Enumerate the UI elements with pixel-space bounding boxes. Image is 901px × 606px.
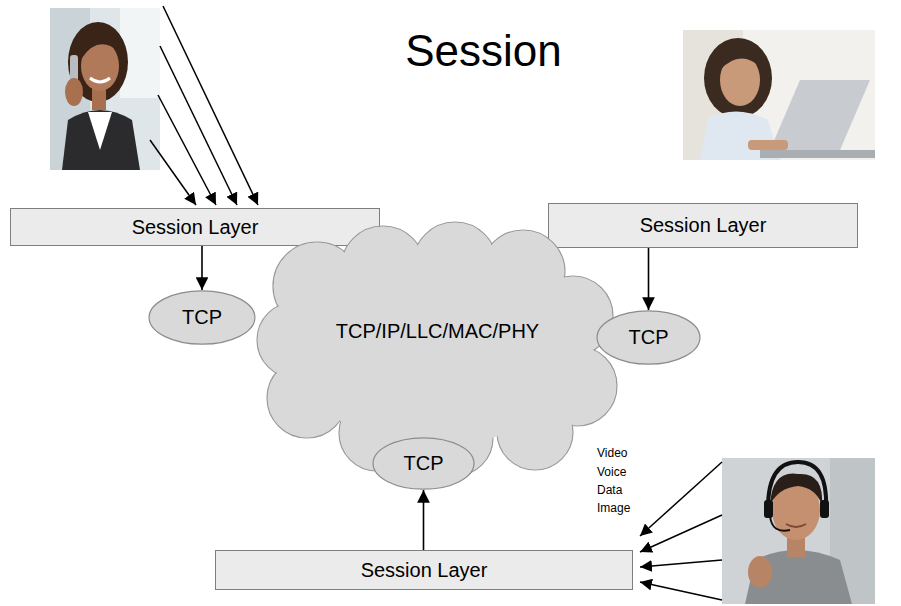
- tcp-ellipse: TCP: [148, 290, 256, 345]
- media-label: Voice: [597, 465, 626, 479]
- network-cloud: TCP/IP/LLC/MAC/PHY: [255, 228, 620, 473]
- laptop-user-photo: [683, 30, 875, 160]
- media-arrow: [150, 140, 196, 205]
- flow-arrow: [201, 246, 203, 290]
- node-text: TCP: [629, 326, 669, 349]
- session-layer-box: Session Layer: [548, 203, 858, 248]
- tcp-ellipse: TCP: [596, 310, 701, 365]
- node-text: TCP: [182, 306, 222, 329]
- node-text: TCP: [404, 452, 444, 475]
- media-label: Video: [597, 446, 627, 460]
- phone-user-photo: [50, 8, 160, 170]
- media-arrow: [160, 46, 237, 205]
- node-text: Session Layer: [361, 559, 488, 582]
- flow-arrow: [423, 490, 425, 550]
- tcp-ellipse: TCP: [372, 437, 475, 490]
- node-text: Session Layer: [132, 216, 259, 239]
- cloud-outline: [255, 228, 620, 473]
- media-arrow: [640, 582, 722, 600]
- media-arrow: [640, 515, 722, 552]
- media-arrow: [640, 462, 722, 536]
- media-arrow: [163, 6, 258, 205]
- diagram-title: Session: [0, 26, 901, 76]
- media-arrows: [150, 6, 722, 600]
- headset-user-photo: [722, 458, 875, 604]
- session-layer-box: Session Layer: [215, 550, 633, 590]
- flow-arrow: [648, 248, 650, 310]
- media-arrow: [158, 95, 216, 205]
- session-layer-box: Session Layer: [10, 208, 380, 246]
- node-text: TCP/IP/LLC/MAC/PHY: [336, 320, 539, 343]
- media-arrow: [640, 560, 722, 567]
- media-label: Data: [597, 483, 622, 497]
- node-text: Session Layer: [640, 214, 767, 237]
- media-label: Image: [597, 501, 630, 515]
